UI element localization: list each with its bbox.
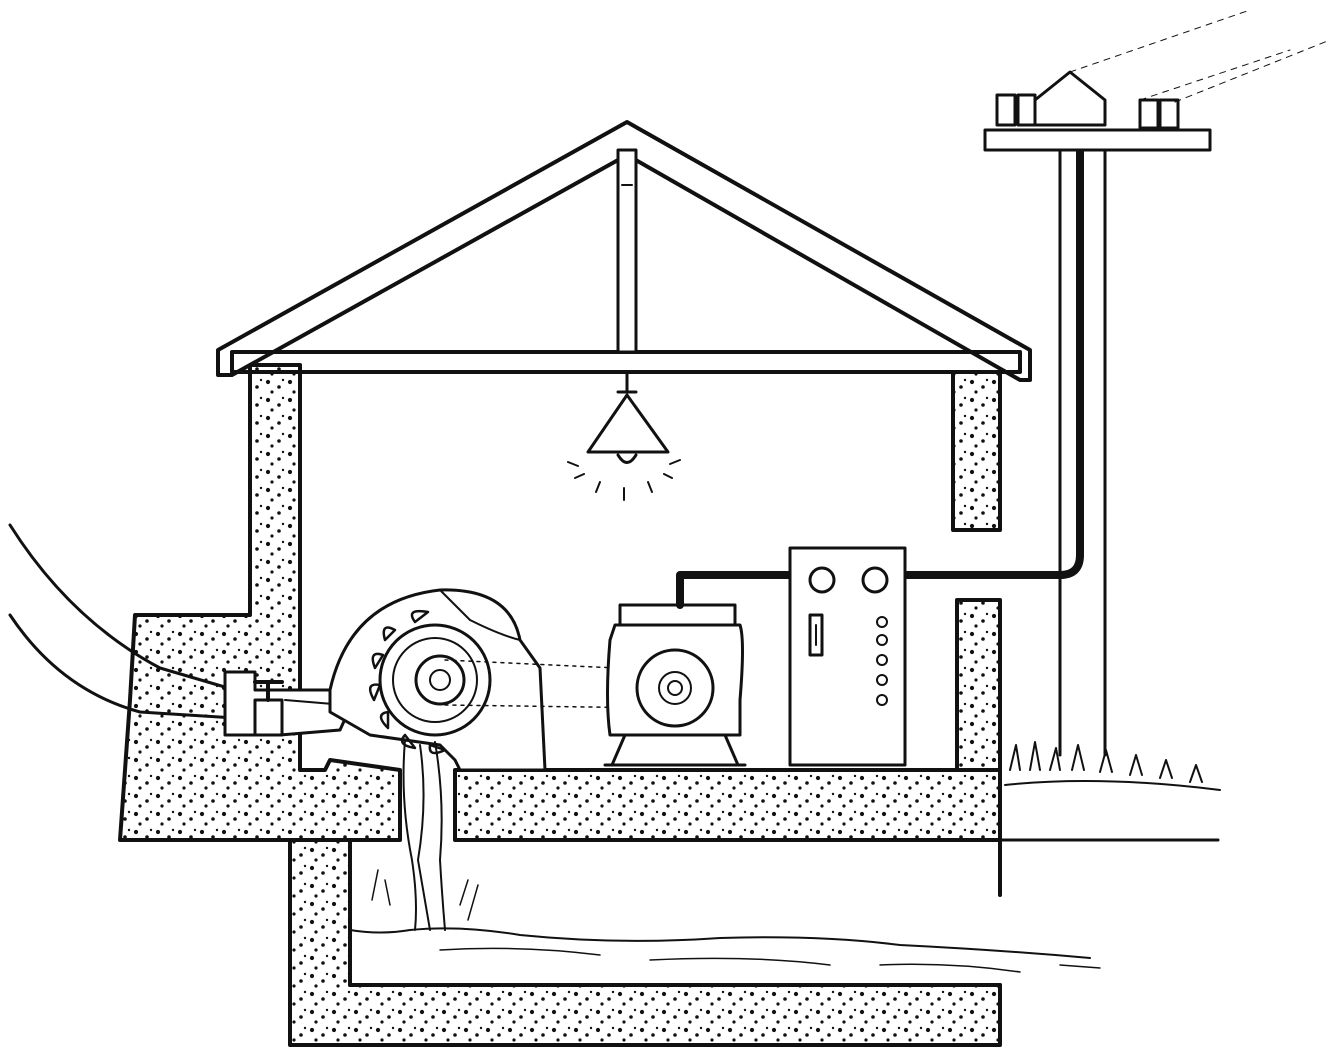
roof (218, 122, 1030, 380)
ceiling-lamp-icon (568, 372, 680, 500)
generator-icon (605, 605, 745, 765)
control-panel-icon (790, 548, 905, 765)
utility-pole-icon (985, 10, 1330, 755)
